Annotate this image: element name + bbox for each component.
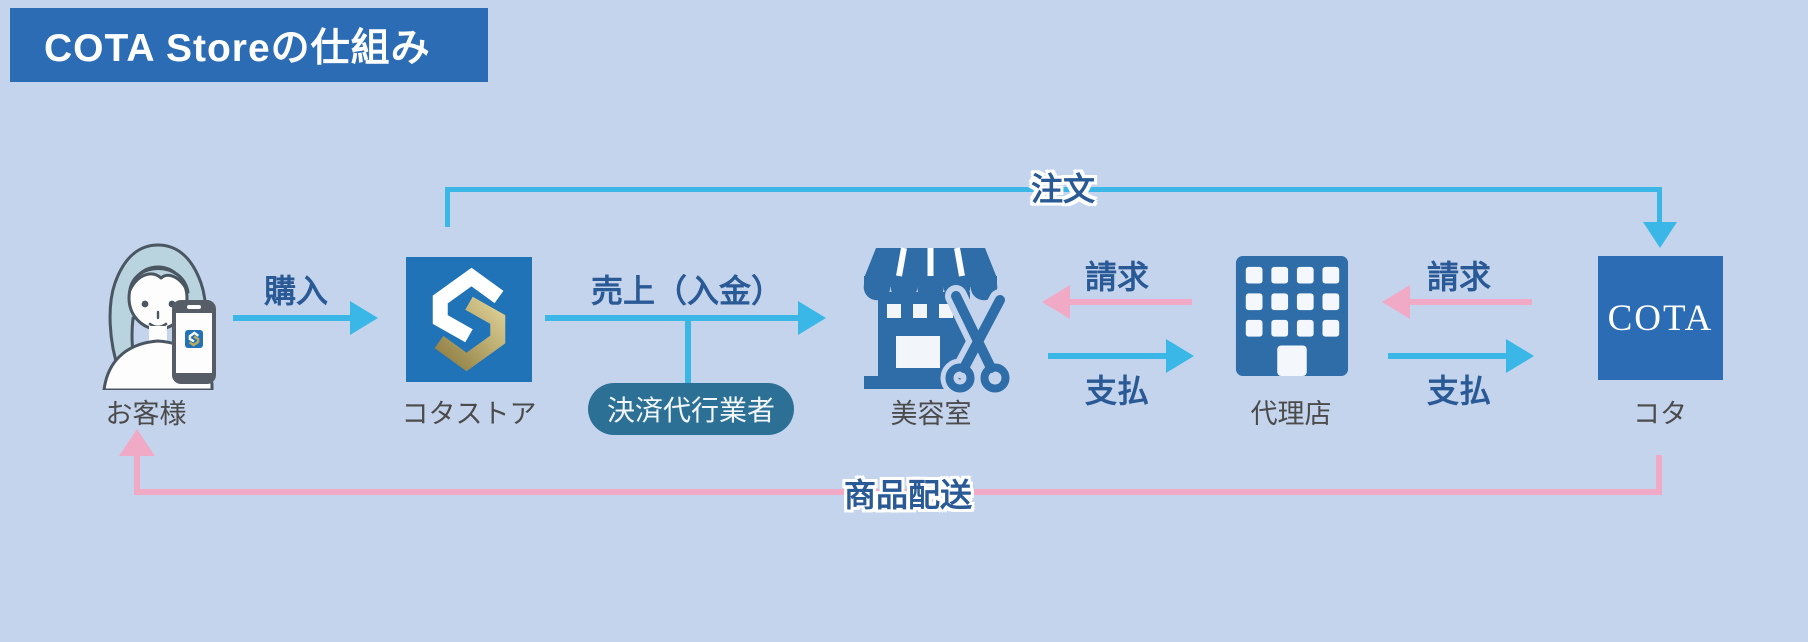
payment-agency-label: 支払 (1426, 373, 1491, 409)
order-label: 注文 (1030, 171, 1095, 207)
agency-label: 代理店 (1250, 399, 1332, 429)
store-app-icon (185, 330, 203, 348)
smartphone-icon (172, 300, 216, 384)
order-line-top (445, 187, 1661, 192)
payment-agency-arrowhead-icon (1506, 339, 1534, 373)
delivery-label: 商品配送 (843, 477, 972, 513)
agency-building-icon (1235, 256, 1349, 376)
customer-illustration (102, 243, 216, 390)
billing-agency-label: 請求 (1426, 259, 1491, 295)
sales-arrowhead-icon (798, 301, 826, 335)
cota-store-logo (406, 257, 532, 382)
payment-agent-badge: 決済代行業者 (588, 383, 794, 435)
store-s-icon (432, 267, 506, 372)
salon-storefront-icon (863, 247, 1013, 395)
customer-label: お客様 (105, 399, 187, 429)
purchase-arrowhead-icon (350, 301, 378, 335)
salon-label: 美容室 (890, 399, 972, 429)
scissors-icon (940, 285, 1013, 395)
order-arrowhead-icon (1643, 222, 1677, 248)
order-line-left (445, 189, 450, 227)
delivery-line-left (134, 454, 140, 492)
cota-store-label: コタストア (401, 399, 537, 429)
billing-agency-arrow-line (1408, 299, 1532, 305)
purchase-arrow-line (233, 315, 352, 321)
delivery-line-right (1656, 455, 1662, 491)
billing-agency-arrowhead-icon (1382, 285, 1410, 319)
bangs-shape (128, 267, 190, 294)
billing-salon-arrowhead-icon (1042, 285, 1070, 319)
billing-salon-arrow-line (1068, 299, 1192, 305)
cota-logo: COTA (1598, 256, 1723, 380)
order-line-right (1657, 187, 1662, 224)
title-bar: COTA Storeの仕組み (10, 8, 488, 82)
purchase-label: 購入 (263, 273, 328, 309)
payment-salon-arrow-line (1048, 353, 1168, 359)
sales-deposit-label: 売上（入金） (590, 273, 783, 309)
payment-salon-label: 支払 (1084, 373, 1149, 409)
billing-salon-label: 請求 (1084, 259, 1149, 295)
payment-agent-connector (685, 318, 691, 385)
sales-arrow-line (545, 315, 800, 321)
payment-salon-arrowhead-icon (1166, 339, 1194, 373)
delivery-arrowhead-icon (119, 429, 155, 456)
cota-label: コタ (1633, 399, 1687, 429)
payment-agency-arrow-line (1388, 353, 1508, 359)
payment-agent-label: 決済代行業者 (606, 395, 775, 426)
delivery-line-bottom (134, 489, 1662, 495)
cota-logo-text: COTA (1607, 297, 1714, 339)
page-title: COTA Storeの仕組み (44, 27, 431, 70)
